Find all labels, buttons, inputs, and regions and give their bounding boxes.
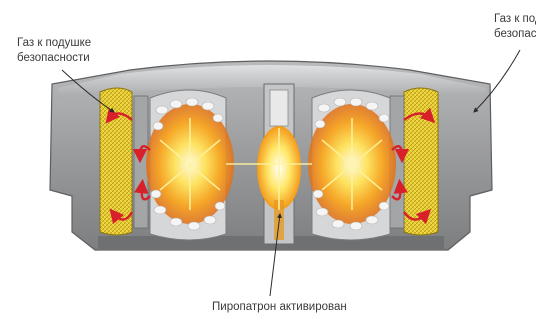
right-filter: [390, 88, 438, 235]
gas-to-airbag-label-right-line1: Газ к поду: [494, 12, 536, 27]
left-filter: [100, 88, 148, 235]
gas-to-airbag-label-left: Газ к подушке безопасности: [17, 36, 91, 66]
gas-to-airbag-label-right-line2: безопас: [494, 27, 536, 42]
squib-activated-label: Пиропатрон активирован: [212, 300, 347, 315]
gas-to-airbag-label-left-line1: Газ к подушке: [17, 36, 91, 51]
gas-to-airbag-label-right: Газ к поду безопас: [494, 12, 536, 42]
squib-activated-label-text: Пиропатрон активирован: [212, 300, 347, 315]
gas-to-airbag-label-left-line2: безопасности: [17, 51, 91, 66]
